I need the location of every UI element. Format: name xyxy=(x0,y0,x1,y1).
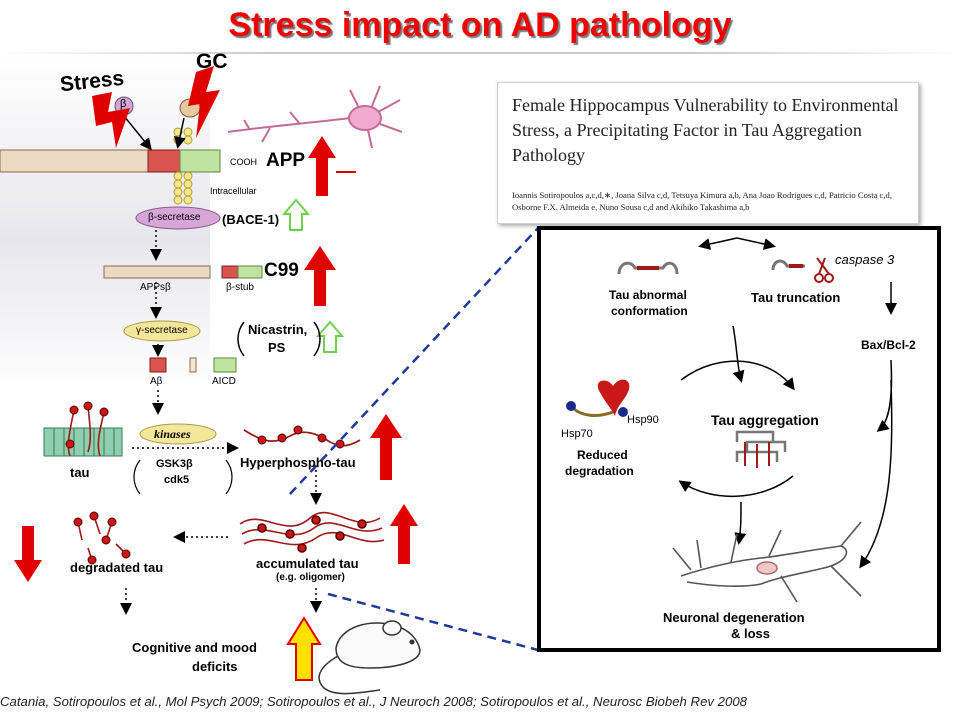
degraded-tau-icon xyxy=(73,511,131,565)
beta-stub-red xyxy=(221,265,239,279)
intracellular-label: Intracellular xyxy=(210,186,257,196)
app-cleavage-segment xyxy=(147,149,181,173)
beta-receptor-label: β xyxy=(120,98,127,110)
cdk5-label: cdk5 xyxy=(164,474,190,486)
title-divider xyxy=(0,52,960,54)
bax-bcl2-label: Bax/Bcl-2 xyxy=(861,338,916,352)
gamma-secretase-label: γ-secretase xyxy=(136,325,188,336)
degradated-down-arrow xyxy=(14,526,42,582)
gc-label: GC xyxy=(196,50,228,73)
kinases-label: kinases xyxy=(154,427,191,441)
beta-stub-green xyxy=(237,265,263,279)
cooh-label: COOH xyxy=(230,157,257,167)
appsb-fragment xyxy=(103,265,211,279)
chaperone-icon xyxy=(566,379,630,417)
paper-title: Female Hippocampus Vulnerability to Envi… xyxy=(512,95,899,165)
tau-truncation-icon xyxy=(771,259,805,271)
gsk3b-label: GSK3β xyxy=(156,458,193,470)
hyperphospho-up-arrow xyxy=(370,414,402,480)
zoom-connector-lines xyxy=(289,227,539,652)
tau-aggregation-panel: Tau abnormal conformation Tau truncation… xyxy=(537,226,941,652)
cognitive-label-line2: deficits xyxy=(192,659,238,674)
aicd-label: AICD xyxy=(212,376,236,387)
c99-up-arrow xyxy=(304,246,336,306)
neuronal-degeneration-label-line1: Neuronal degeneration xyxy=(663,610,805,625)
appsb-label: APPsβ xyxy=(140,282,171,293)
nicastrin-label: Nicastrin, xyxy=(248,322,308,337)
abeta-label: Aβ xyxy=(150,376,163,387)
oligomer-label: (e.g. oligomer) xyxy=(276,572,345,583)
cognitive-label-line1: Cognitive and mood xyxy=(132,640,257,655)
paper-authors: Ioannis Sotiropoulos a,c,d,∗, Joana Silv… xyxy=(512,190,892,212)
slide-title: Stress impact on AD pathology xyxy=(228,6,732,44)
app-up-arrow xyxy=(308,136,336,196)
hyperphospho-tau-icon xyxy=(243,425,361,449)
bace-green-arrow xyxy=(281,198,311,231)
membrane xyxy=(0,96,221,205)
hyperphospho-tau-label: Hyperphospho-tau xyxy=(240,455,356,470)
app-extracellular-bar xyxy=(0,149,161,173)
tau-abnormal-icon xyxy=(617,261,679,275)
tau-truncation-label: Tau truncation xyxy=(751,290,841,305)
accumulated-tau-label: accumulated tau xyxy=(256,556,359,571)
aicd-fragment xyxy=(213,357,237,373)
tau-abnormal-label-line1: Tau abnormal xyxy=(609,288,687,302)
app-label: APP xyxy=(266,150,306,171)
degenerating-neuron-icon xyxy=(672,521,862,603)
nicastrin-green-arrow xyxy=(315,320,345,353)
reduced-label-line2: degradation xyxy=(565,464,634,478)
microtubule-icon xyxy=(43,401,123,457)
tau-aggregation-label: Tau aggregation xyxy=(711,412,819,428)
gamma-secretase-enzyme xyxy=(123,320,201,342)
citation-footer: Catania, Sotiropoulos et al., Mol Psych … xyxy=(0,694,747,709)
accumulated-up-arrow xyxy=(390,504,418,564)
beta-secretase-label: β-secretase xyxy=(148,212,201,223)
hsp90-label: Hsp90 xyxy=(627,414,659,426)
accumulated-tau-icon xyxy=(239,511,385,553)
beta-stub-label: β-stub xyxy=(226,282,254,293)
caspase3-label: caspase 3 xyxy=(835,252,895,267)
bace1-label: (BACE-1) xyxy=(222,212,280,227)
degradated-tau-label: degradated tau xyxy=(70,560,164,575)
neuronal-degeneration-label-line2: & loss xyxy=(731,626,771,641)
neuron-icon xyxy=(227,85,403,149)
kinases-enzyme xyxy=(139,423,217,445)
c99-label: C99 xyxy=(264,260,299,281)
reduced-label-line1: Reduced xyxy=(577,448,628,462)
paper-citation-box: Female Hippocampus Vulnerability to Envi… xyxy=(497,82,919,224)
mouse-icon xyxy=(318,620,421,695)
tau-label: tau xyxy=(70,465,90,480)
gc-lightning-icon xyxy=(188,66,220,138)
hsp70-label: Hsp70 xyxy=(561,428,593,440)
tau-abnormal-label-line2: conformation xyxy=(611,304,688,318)
ps-label: PS xyxy=(268,340,286,355)
app-cytoplasmic-segment xyxy=(179,149,221,173)
stress-lightning-icon xyxy=(92,92,130,148)
small-fragment xyxy=(189,357,197,373)
scissors-icon xyxy=(814,257,834,283)
tau-aggregation-diagram xyxy=(566,237,897,603)
abeta-fragment xyxy=(149,357,167,373)
beta-secretase-enzyme xyxy=(135,206,221,230)
tau-aggregate-icon xyxy=(735,430,787,468)
cognitive-yellow-arrow xyxy=(286,616,322,681)
